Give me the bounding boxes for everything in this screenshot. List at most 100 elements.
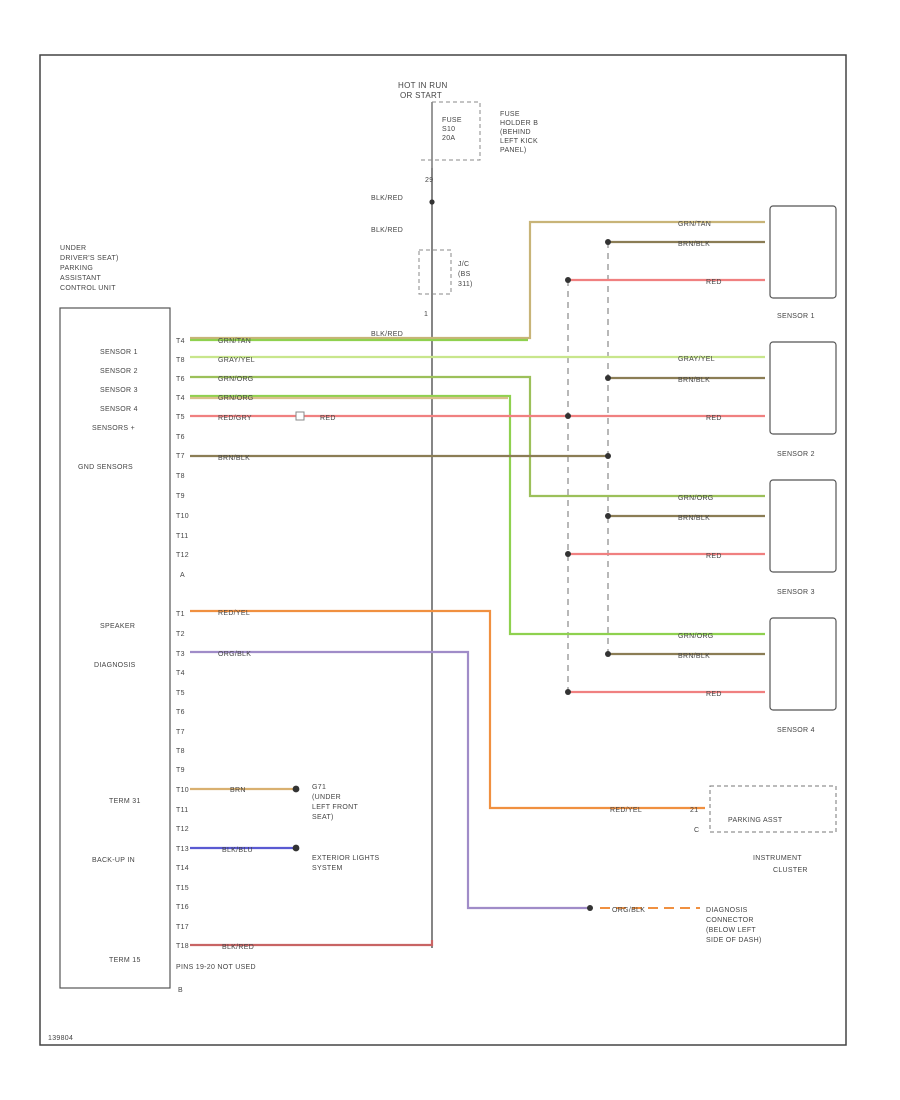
fuse-holder-line1: FUSE [500,111,520,118]
wire-label: GRN/TAN [218,338,251,345]
wire-label: BRN/BLK [678,241,710,248]
unit-label-gnd-sensors: GND SENSORS [78,464,133,471]
wire-label-blk-red-3: BLK/RED [371,331,403,338]
wire-labels: GRN/TAN GRAY/YEL GRN/ORG GRN/ORG RED/GRY… [218,221,722,951]
pin-label: T6 [176,709,185,716]
pin-label: T4 [176,395,185,402]
ground-label-4: SEAT) [312,814,334,821]
diag-conn-label-3: (BELOW LEFT [706,927,756,934]
splice-dot [605,453,611,459]
wire-label: GRN/ORG [678,495,714,502]
power-source: HOT IN RUN OR START FUSE S10 20A FUSE HO… [371,81,538,948]
pin-label: T4 [176,670,185,677]
ground-label-2: (UNDER [312,794,341,801]
unit-label-sensor4: SENSOR 4 [100,406,138,413]
wire-org-blk-diagnosis [190,650,590,910]
pin-label: T7 [176,453,185,460]
sensors: SENSOR 1 SENSOR 2 SENSOR 3 SENSOR 4 [769,205,837,734]
wire-grn-tan-sensor1 [190,220,765,340]
pin-label: T6 [176,376,185,383]
diagram-id: 139804 [48,1035,73,1042]
wire-grn-sensor4 [190,394,765,636]
wire-label: RED/GRY [218,415,252,422]
pin-label: T8 [176,357,185,364]
diagnosis-connector: DIAGNOSIS CONNECTOR (BELOW LEFT SIDE OF … [706,907,762,944]
unit-label-speaker: SPEAKER [100,623,135,630]
wire-label: ORG/BLK [612,907,645,914]
wire-label: BRN/BLK [678,377,710,384]
parking-asst-label: PARKING ASST [728,817,783,824]
wire-label: BRN/BLK [218,455,250,462]
sensor-1-label: SENSOR 1 [777,313,815,320]
pin-label: T17 [176,924,189,931]
pin-label: T15 [176,885,189,892]
sensor-1-box [769,205,837,299]
wire-label: RED [706,691,722,698]
instrument-connector-c: C [694,827,699,834]
or-start-label: OR START [400,91,442,100]
instrument-title-2: CLUSTER [773,867,808,874]
pin-label: T2 [176,631,185,638]
junction-label-3: 311) [458,281,473,288]
wire-red-yel-speaker [190,609,705,810]
wire-label: RED [706,553,722,560]
fuse-rating: 20A [442,135,455,142]
splice-dot [565,689,571,695]
unit-title-5: CONTROL UNIT [60,285,116,292]
sensor-3-label: SENSOR 3 [777,589,815,596]
wire-label-blk-red-2: BLK/RED [371,227,403,234]
unit-title-2: DRIVER'S SEAT) [60,255,119,262]
wire-label: GRN/ORG [678,633,714,640]
wire-label: BLK/RED [222,944,254,951]
unit-label-term31: TERM 31 [109,798,141,805]
fuse-holder-outline [420,101,481,161]
ground-and-power-bus [567,242,609,692]
exterior-lights: EXTERIOR LIGHTS SYSTEM [312,855,379,872]
pin-label: T4 [176,338,185,345]
pin-label: T14 [176,865,189,872]
splice-dot [605,651,611,657]
splice-dot [605,513,611,519]
wire-label: RED/YEL [218,610,250,617]
wire-label: GRAY/YEL [218,357,255,364]
pin-label: T11 [176,807,188,814]
connector-label: B [178,987,183,994]
ground-g71: G71 (UNDER LEFT FRONT SEAT) [312,784,358,821]
terminal-dot [587,905,593,911]
junction-label-1: J/C [458,261,469,268]
fuse-holder-line3: (BEHIND [500,129,531,136]
sensor-2-label: SENSOR 2 [777,451,815,458]
pin-label: T8 [176,473,185,480]
diagram-border [39,54,847,1046]
unit-label-backup: BACK-UP IN [92,857,135,864]
wire-label: RED/YEL [610,807,642,814]
wire-grn-org-sensor3 [190,375,765,498]
wire-label: BRN [230,787,246,794]
exterior-lights-label-2: SYSTEM [312,865,343,872]
splice-dot [565,413,571,419]
pin-label: T12 [176,826,189,833]
junction-pin-1: 1 [424,311,428,318]
splice-dot [605,239,611,245]
terminal-dot [292,844,300,852]
unit-label-diagnosis: DIAGNOSIS [94,662,136,669]
ground-label-1: G71 [312,784,326,791]
fuse-holder-line5: PANEL) [500,147,527,154]
sensor-3-box [769,479,837,573]
ground-label-3: LEFT FRONT [312,804,358,811]
diag-conn-label-1: DIAGNOSIS [706,907,748,914]
splice-dots [292,239,611,911]
wire-label: BRN/BLK [678,515,710,522]
sensor-2-box [769,341,837,435]
fuse-holder-line4: LEFT KICK [500,138,538,145]
fuse-label: FUSE [442,117,462,124]
unit-label-sensor2: SENSOR 2 [100,368,138,375]
wire-label: RED [706,279,722,286]
wire-label: GRN/TAN [678,221,711,228]
pins-not-used-note: PINS 19-20 NOT USED [176,964,256,971]
inline-connector [295,411,305,421]
diag-conn-label-4: SIDE OF DASH) [706,937,762,944]
wire-label-blk-red-1: BLK/RED [371,195,403,202]
parking-assist-control-unit: UNDER DRIVER'S SEAT) PARKING ASSISTANT C… [59,245,256,994]
wire-label: RED [706,415,722,422]
